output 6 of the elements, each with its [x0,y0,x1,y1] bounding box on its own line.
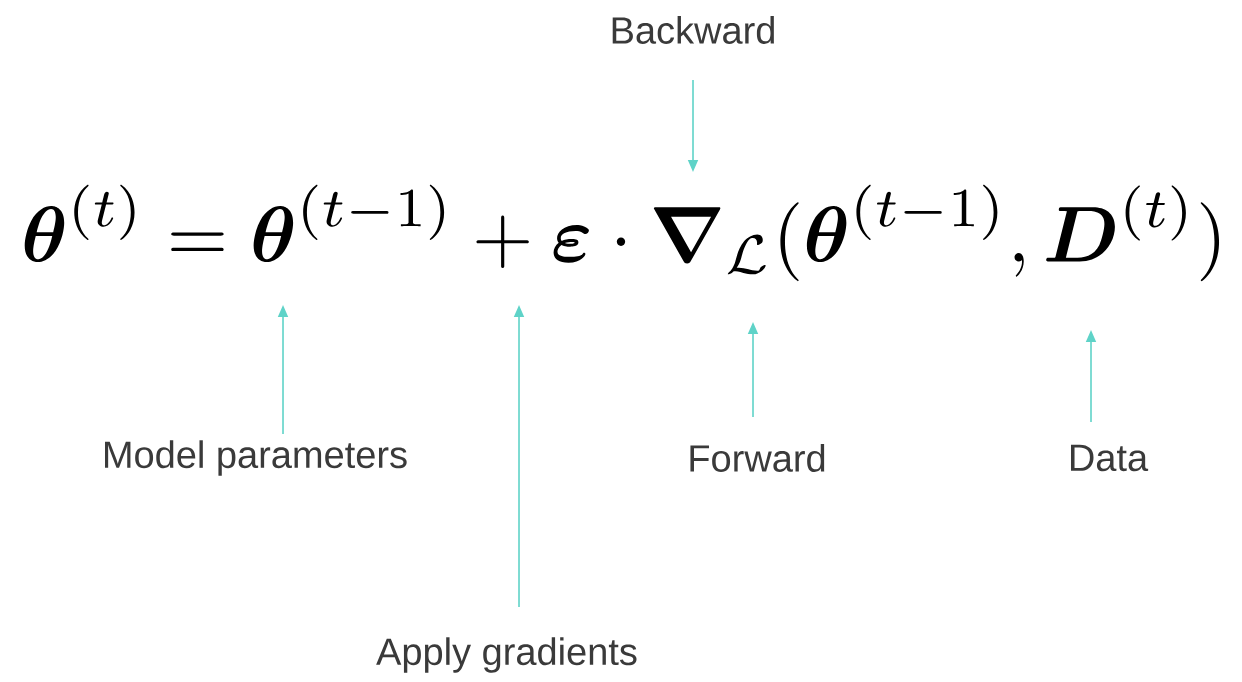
annotation-label: Backward [612,16,774,44]
annotation-label: Data [1071,444,1149,472]
annotation-label: Forward [690,444,825,472]
annotation-label: Model parameters [105,440,407,476]
formula: $\boldsymbol{\theta}^{(t)} = \boldsymbol{\theta}^{(t-1)} + \boldsymbol{\varepsilon} \cdot \boldsymbol{\nabla}_{\mathcal{L}} (\boldsymbol{\theta}^{(t-1)}, \boldsymbol{D}^{(t)})$ [24,184,1220,282]
annotation-label: Apply gradients [376,637,637,673]
